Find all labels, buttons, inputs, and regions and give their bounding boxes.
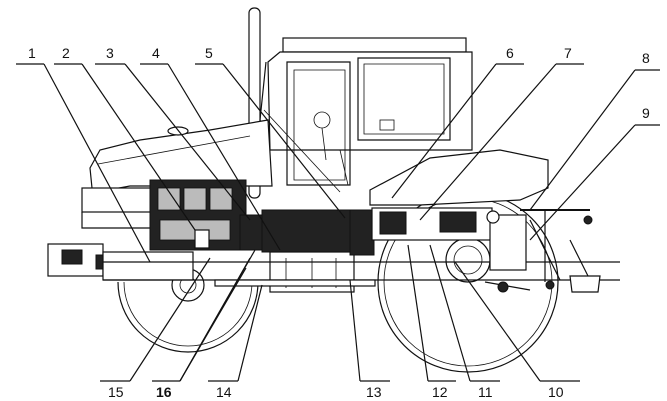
hood [81,119,273,229]
callout-12: 12 [432,384,448,400]
callout-2: 2 [62,45,70,61]
callout-3: 3 [106,45,114,61]
callout-11: 11 [478,384,493,400]
rear-axle [486,210,527,271]
callout-9: 9 [642,105,650,121]
callout-10: 10 [548,384,564,400]
callout-14: 14 [216,384,232,400]
callout-1: 1 [28,45,36,61]
callout-labels: 1 2 3 4 5 6 7 8 9 10 11 12 13 14 16 15 [28,45,650,400]
callout-16: 16 [156,384,172,400]
callout-6: 6 [506,45,514,61]
callout-15: 15 [108,384,124,400]
frame [103,261,620,287]
callout-13: 13 [366,384,382,400]
three-point-hitch [484,209,601,293]
leader-lines [16,63,660,382]
callout-8: 8 [642,50,650,66]
callout-5: 5 [205,45,213,61]
callout-4: 4 [152,45,160,61]
callout-7: 7 [564,45,572,61]
engine [149,179,263,251]
front-weight [47,243,194,281]
